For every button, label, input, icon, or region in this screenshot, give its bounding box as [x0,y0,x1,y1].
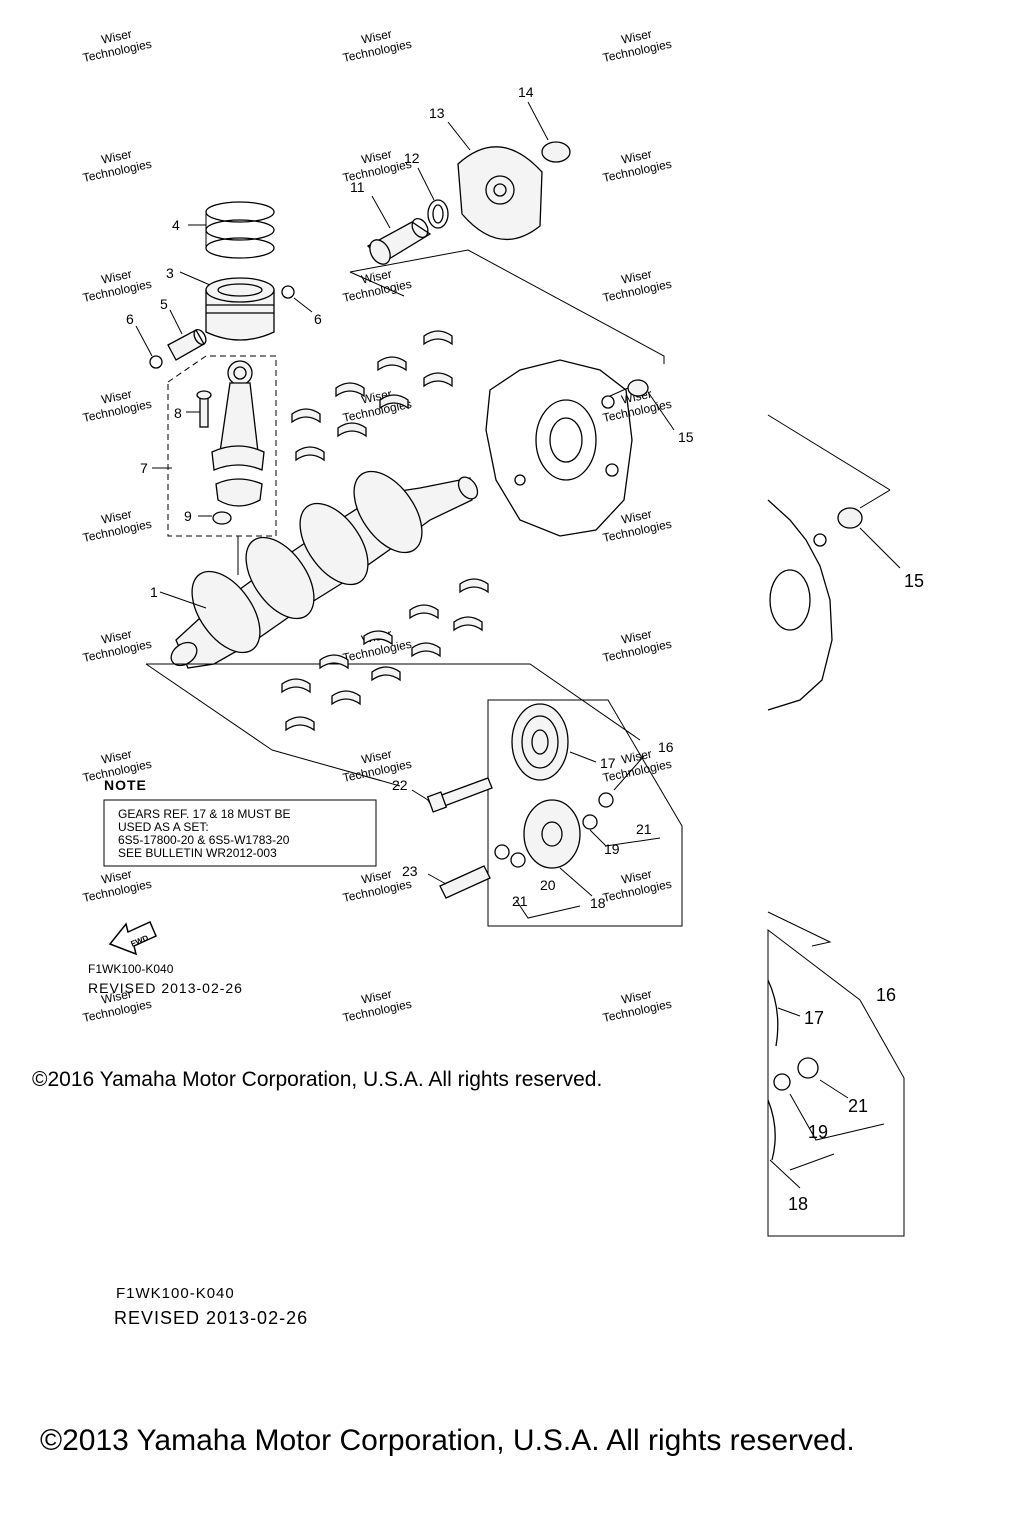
note-box: NOTE GEARS REF. 17 & 18 MUST BE USED AS … [103,777,377,867]
callout-6b: 6 [314,311,322,327]
doc-code-large: F1WK100-K040 [116,1285,235,1302]
watermark-text: Wiser [360,747,393,767]
revised-large: REVISED 2013-02-26 [114,1308,308,1328]
main-bearing-shell [285,716,315,732]
watermark-text: Wiser [360,147,393,167]
piston-rings [188,201,275,259]
conrod-bearing-shell [295,446,325,462]
callout-20: 20 [540,877,556,893]
copyright-2016: ©2016 Yamaha Motor Corporation, U.S.A. A… [32,1068,602,1091]
callout-1: 1 [150,584,158,600]
watermark-text: Wiser [620,27,653,47]
main-bearing-shell [319,654,349,670]
callout-12: 12 [404,150,420,166]
watermark-text: Wiser [360,987,393,1007]
watermark-text: Wiser [100,267,133,287]
watermark-text: Wiser [100,507,133,527]
watermark-text: Wiser [620,987,653,1007]
main-bearing-shell [453,616,483,632]
main-bearing-shell [331,690,361,706]
piston-pin [167,309,207,361]
watermark-text: Wiser [620,507,653,527]
callout-15b: 15 [904,571,924,591]
watermark-text: Wiser [100,987,133,1007]
callout-23: 23 [402,863,418,879]
zoom-housing-partial [767,414,901,711]
callout-21b: 21 [512,893,528,909]
callout-4: 4 [172,217,180,233]
piston-circlips [135,285,313,369]
callout-7: 7 [140,460,148,476]
conrod-bearing-shell [337,422,367,438]
watermark-text: Wiser [100,27,133,47]
callout-15a: 15 [678,429,694,445]
callout-17b: 17 [804,1008,824,1028]
watermark-text: Wiser [620,627,653,647]
balancer-gear-group [411,699,683,927]
main-bearing-shell [411,642,441,658]
watermark-text: Wiser [360,867,393,887]
main-bearing-shell [371,666,401,682]
zoom-gear-partial [767,911,905,1237]
callout-16: 16 [658,739,674,755]
callout-3: 3 [166,265,174,281]
copyright-2013: ©2013 Yamaha Motor Corporation, U.S.A. A… [40,1424,855,1457]
crankshaft [145,470,641,787]
conrod-bearing-shell [335,382,365,398]
doc-code-small: F1WK100-K040 [88,962,174,976]
conrod-bearings [291,330,453,462]
connecting-rod-assembly [152,355,277,575]
main-bearing-shell [459,578,489,594]
piston [179,271,275,341]
main-bearing-shell [281,678,311,694]
note-title: NOTE [104,777,147,793]
watermark-text: Wiser [620,147,653,167]
watermark-text: Wiser [620,267,653,287]
main-bearings [281,578,489,732]
callout-18: 18 [590,895,606,911]
callout-19: 19 [604,841,620,857]
watermark-text: Wiser [620,867,653,887]
note-line-3: 6S5-17800-20 & 6S5-W1783-20 [118,833,290,847]
watermark-text: Wiser [100,747,133,767]
conrod-bearing-shell [291,408,321,424]
callout-18b: 18 [788,1194,808,1214]
watermark-text: Wiser [100,867,133,887]
callout-9: 9 [184,508,192,524]
note-line-1: GEARS REF. 17 & 18 MUST BE [118,807,291,821]
watermark-text: Wiser [360,267,393,287]
watermark-text: Wiser [100,627,133,647]
callout-11: 11 [350,179,365,195]
main-bearing-shell [363,630,393,646]
callout-8: 8 [174,405,182,421]
watermark-text: Wiser [100,147,133,167]
conrod-bearing-shell [423,330,453,346]
output-shaft-group [349,101,665,364]
callout-21c: 21 [848,1096,868,1116]
callout-14: 14 [518,84,534,100]
callout-6a: 6 [126,311,134,327]
callout-17: 17 [600,755,616,771]
crankcase-housing [485,359,675,537]
main-bearing-shell [409,604,439,620]
conrod-bearing-shell [377,356,407,372]
callout-5: 5 [160,296,168,312]
watermark-text: Wiser [100,387,133,407]
conrod-bearing-shell [423,372,453,388]
callout-21a: 21 [636,821,652,837]
callout-labels: 14 13 12 11 4 3 5 6 6 8 7 9 1 15 16 17 2… [126,84,924,1214]
fwd-arrow-icon: FWD [108,921,157,956]
watermark-text: Wiser [360,27,393,47]
callout-22: 22 [392,777,408,793]
note-line-2: USED AS A SET: [118,820,209,834]
conrod-bearing-shell [379,394,409,410]
callout-13: 13 [429,105,445,121]
revised-small: REVISED 2013-02-26 [88,980,243,996]
callout-19b: 19 [808,1122,828,1142]
note-line-4: SEE BULLETIN WR2012-003 [118,846,277,860]
callout-16b: 16 [876,985,896,1005]
